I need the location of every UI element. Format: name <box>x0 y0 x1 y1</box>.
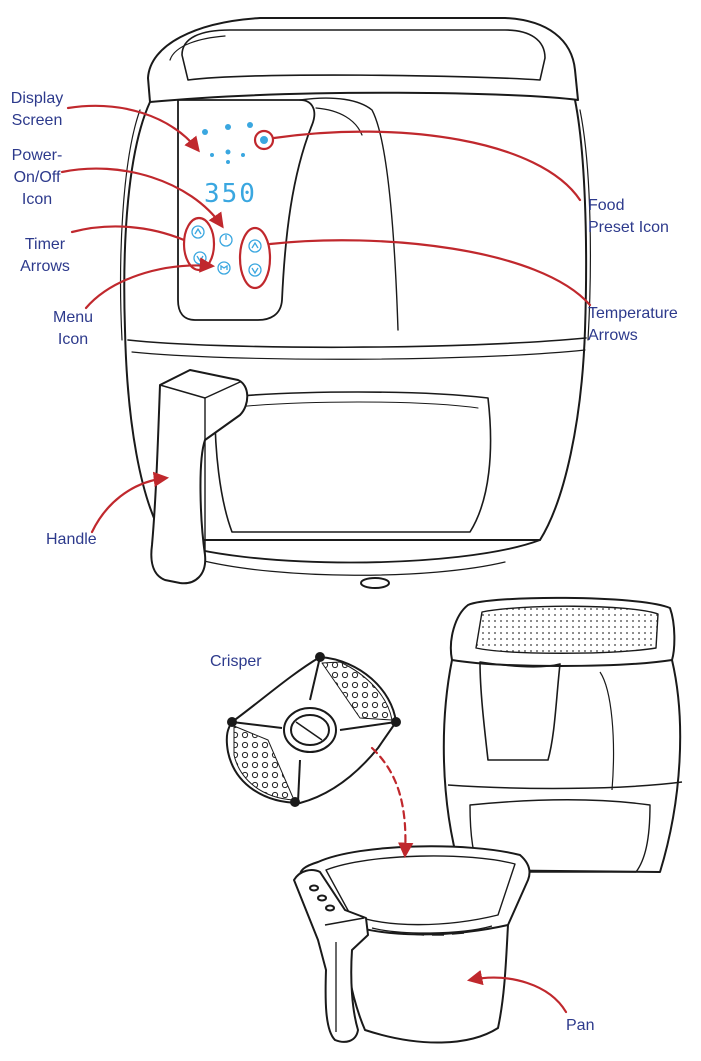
callout-display-screen <box>66 104 200 153</box>
fryer-handle <box>150 369 249 585</box>
pan-body <box>341 921 509 1044</box>
callout-crisper-drop <box>370 746 414 859</box>
fryer-top-rim <box>147 17 579 103</box>
secondary-body <box>442 659 682 873</box>
drawer-seam <box>127 337 587 349</box>
label-menu-icon: Menu Icon <box>52 309 94 348</box>
air-fryer-main <box>119 17 591 589</box>
timer-highlight-ring <box>182 216 216 272</box>
label-power-icon: Power- On/Off Icon <box>11 147 63 208</box>
pan-vent-slots <box>391 931 465 936</box>
pan-handle <box>293 869 369 1043</box>
fryer-top-window <box>181 29 546 81</box>
secondary-top-mesh <box>475 605 659 654</box>
callout-timer <box>70 225 186 242</box>
food-preset-highlight-ring <box>253 129 275 151</box>
label-crisper: Crisper <box>210 653 262 670</box>
timer-up-arrow-icon <box>191 225 205 239</box>
pan-basket <box>293 845 531 1044</box>
callout-menu <box>84 257 216 310</box>
callout-temperature <box>268 239 592 307</box>
secondary-control-panel <box>479 661 561 761</box>
temperature-down-arrow-icon <box>248 263 262 277</box>
fryer-foot <box>360 577 390 589</box>
fryer-body <box>123 99 588 541</box>
label-handle: Handle <box>46 531 97 548</box>
preset-icons-row <box>202 122 268 164</box>
air-fryer-secondary <box>442 596 683 873</box>
temperature-highlight-ring <box>238 226 272 290</box>
callout-power <box>60 167 224 229</box>
power-icon <box>219 233 233 247</box>
label-food-preset-icon: Food Preset Icon <box>588 197 669 236</box>
temperature-up-arrow-icon <box>248 239 262 253</box>
callout-food-preset <box>272 130 582 202</box>
callout-handle <box>90 471 170 534</box>
temperature-readout: 350 <box>204 179 257 209</box>
label-temperature-arrows: Temperature Arrows <box>588 305 678 344</box>
drawer-window <box>214 391 492 533</box>
fryer-base <box>164 539 541 564</box>
callout-pan <box>466 970 568 1014</box>
control-panel <box>177 99 316 321</box>
callouts <box>60 104 592 1014</box>
label-timer-arrows: Timer Arrows <box>20 236 70 275</box>
crisper-plate <box>225 652 401 807</box>
label-display-screen: Display Screen <box>10 90 64 129</box>
label-pan: Pan <box>566 1017 595 1034</box>
menu-icon <box>217 261 231 275</box>
